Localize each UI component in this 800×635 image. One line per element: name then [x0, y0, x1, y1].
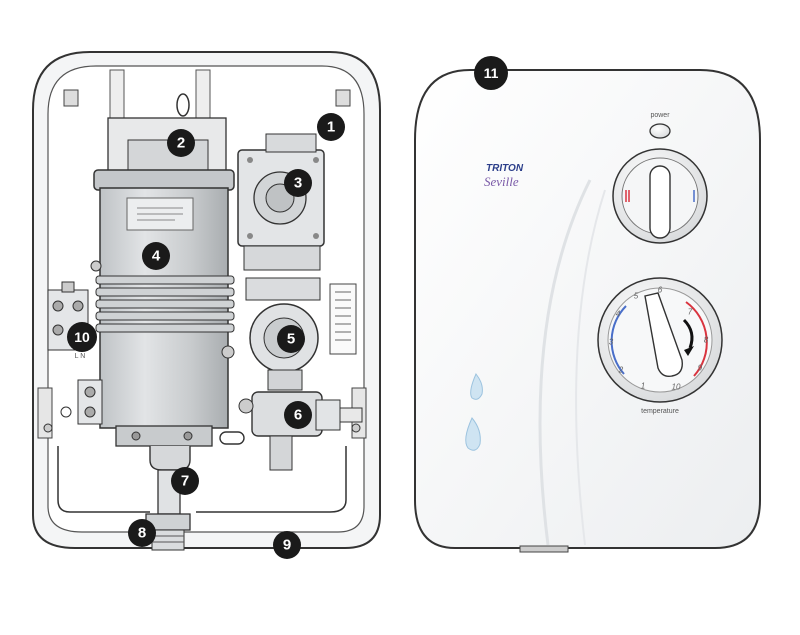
heater-tank [90, 169, 235, 447]
callout-3: 3 [284, 169, 312, 197]
svg-text:10: 10 [672, 383, 681, 392]
svg-text:7: 7 [688, 308, 693, 317]
callout-1: 1 [317, 113, 345, 141]
svg-text:5: 5 [287, 331, 295, 348]
callout-7: 7 [171, 467, 199, 495]
svg-text:9: 9 [698, 364, 703, 373]
svg-text:8: 8 [138, 525, 146, 542]
svg-text:11: 11 [484, 65, 499, 81]
svg-text:9: 9 [283, 537, 291, 554]
brand-logo: TRITON [486, 163, 524, 174]
model-name: Seville [484, 174, 519, 189]
callout-8: 8 [128, 519, 156, 547]
svg-text:3: 3 [294, 175, 302, 192]
svg-text:10: 10 [74, 329, 90, 345]
svg-text:3: 3 [609, 338, 614, 347]
svg-text:4: 4 [616, 310, 621, 319]
power-button[interactable] [649, 123, 671, 139]
svg-text:4: 4 [152, 248, 161, 265]
svg-text:6: 6 [658, 286, 663, 295]
callout-10: 10 [67, 322, 97, 352]
svg-text:2: 2 [177, 135, 185, 152]
svg-text:1: 1 [327, 119, 335, 136]
svg-text:8: 8 [704, 336, 709, 345]
front-cover: TRITON Seville power stop 1 2 3 [414, 69, 761, 553]
svg-text:2: 2 [618, 366, 624, 375]
power-label: power [650, 112, 670, 119]
svg-text:L N: L N [75, 353, 86, 360]
temperature-knob[interactable] [597, 277, 723, 403]
svg-text:1: 1 [641, 382, 645, 391]
callout-11: 11 [474, 56, 508, 90]
callout-2: 2 [167, 129, 195, 157]
power-selector-knob[interactable] [612, 148, 708, 244]
callout-5: 5 [277, 325, 305, 353]
callout-4: 4 [142, 242, 170, 270]
svg-text:5: 5 [634, 292, 639, 301]
svg-text:6: 6 [294, 407, 302, 424]
svg-text:7: 7 [181, 473, 189, 490]
callout-9: 9 [273, 531, 301, 559]
callout-6: 6 [284, 401, 312, 429]
temperature-scale: 1 2 3 4 5 6 7 8 9 10 [609, 286, 709, 392]
temperature-label: temperature [641, 408, 679, 415]
pressure-relief-device [237, 133, 325, 271]
